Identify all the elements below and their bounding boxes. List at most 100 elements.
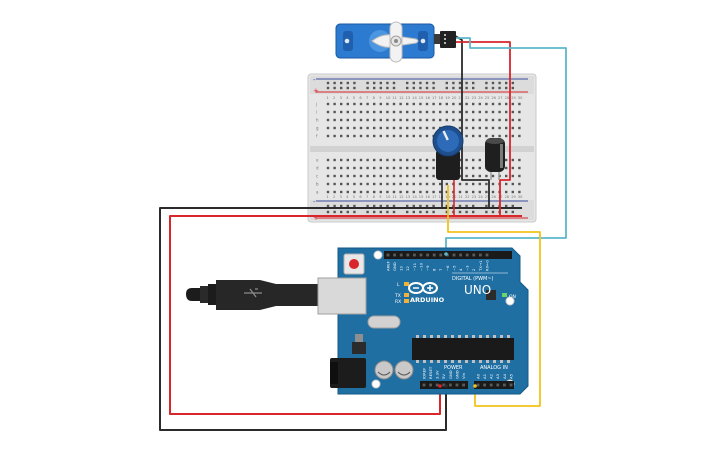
header-pin[interactable]	[496, 383, 500, 387]
rail-hole	[498, 86, 501, 90]
rail-plus-label-bottom: +	[313, 214, 319, 222]
breadboard-hole	[412, 118, 415, 122]
rail-hole	[412, 81, 415, 85]
breadboard-hole	[392, 174, 396, 178]
header-pin[interactable]	[419, 253, 423, 257]
header-pin[interactable]	[472, 253, 476, 257]
header-pin[interactable]	[452, 253, 456, 257]
breadboard-hole	[478, 182, 481, 186]
servo-motor[interactable]	[335, 21, 456, 63]
header-pin[interactable]	[432, 253, 436, 257]
breadboard-hole	[333, 182, 336, 186]
header-pin[interactable]	[422, 383, 426, 387]
header-pin[interactable]	[489, 383, 493, 387]
breadboard-column-label: 9	[379, 96, 382, 100]
electrolytic-capacitor[interactable]	[485, 138, 505, 180]
pin-label: ~6	[445, 265, 450, 271]
breadboard-hole	[412, 166, 415, 170]
breadboard-hole	[392, 126, 396, 130]
chip-pin	[444, 360, 447, 363]
breadboard-hole	[445, 190, 448, 194]
breadboard-hole	[333, 134, 336, 138]
header-pin[interactable]	[426, 253, 429, 257]
breadboard-column-label: 2	[333, 96, 335, 100]
breadboard-hole	[333, 190, 336, 194]
header-pin[interactable]	[462, 383, 465, 387]
rail-hole	[406, 86, 409, 90]
header-pin[interactable]	[439, 253, 443, 257]
pin-label: A0	[475, 373, 480, 379]
breadboard-hole	[498, 110, 501, 114]
header-pin[interactable]	[449, 383, 452, 387]
breadboard-hole	[412, 102, 415, 106]
breadboard-hole	[386, 126, 389, 130]
header-pin[interactable]	[483, 383, 486, 387]
power-jack	[330, 358, 366, 388]
breadboard-hole	[478, 110, 481, 114]
breadboard-hole	[465, 182, 468, 186]
header-pin[interactable]	[476, 383, 480, 387]
rail-hole	[511, 204, 514, 208]
rail-hole	[366, 204, 369, 208]
rail-hole	[505, 81, 508, 85]
chip-pin	[486, 360, 489, 363]
breadboard-column-label: 15	[419, 96, 424, 100]
header-pin[interactable]	[406, 253, 410, 257]
rail-hole	[432, 86, 435, 90]
breadboard-hole	[425, 134, 429, 138]
chip-pin	[437, 360, 440, 363]
breadboard-hole	[346, 158, 349, 162]
rail-hole	[432, 204, 435, 208]
breadboard-hole	[478, 126, 481, 130]
breadboard-hole	[353, 182, 356, 186]
breadboard-hole	[340, 182, 343, 186]
breadboard-hole	[465, 126, 468, 130]
breadboard-hole	[491, 102, 495, 106]
header-pin[interactable]	[479, 253, 482, 257]
chip-pin	[472, 360, 475, 363]
breadboard-hole	[458, 182, 462, 186]
pin-label: 3.3V	[435, 370, 440, 379]
breadboard-hole	[518, 126, 521, 130]
potentiometer[interactable]	[432, 125, 464, 180]
breadboard-hole	[472, 182, 475, 186]
header-pin[interactable]	[393, 253, 396, 257]
breadboard-hole	[478, 158, 481, 162]
led-tx	[404, 293, 409, 297]
rail-hole	[485, 204, 488, 208]
header-pin[interactable]	[429, 383, 432, 387]
arduino-brand: ARDUINO	[410, 296, 445, 304]
chip-pin	[458, 335, 461, 338]
breadboard-hole	[498, 118, 501, 122]
header-pin[interactable]	[399, 253, 403, 257]
breadboard-hole	[505, 182, 508, 186]
pin-label: ~5	[451, 265, 456, 271]
breadboard-hole	[353, 190, 356, 194]
header-pin[interactable]	[435, 383, 439, 387]
header-pin[interactable]	[485, 253, 489, 257]
header-pin[interactable]	[413, 253, 416, 257]
breadboard-hole	[392, 110, 396, 114]
header-pin[interactable]	[386, 253, 390, 257]
breadboard-hole	[406, 134, 409, 138]
breadboard-hole	[373, 110, 376, 114]
rail-hole	[419, 204, 422, 208]
breadboard-hole	[491, 190, 495, 194]
pin-label: ~11	[412, 262, 417, 271]
header-pin[interactable]	[455, 383, 459, 387]
breadboard-hole	[392, 102, 396, 106]
digital-label: DIGITAL (PWM~)	[452, 276, 494, 282]
breadboard-hole	[359, 166, 363, 170]
header-pin[interactable]	[442, 383, 446, 387]
rail-hole	[465, 210, 468, 214]
analog-header	[474, 381, 514, 389]
header-pin[interactable]	[509, 383, 513, 387]
header-pin[interactable]	[503, 383, 506, 387]
breadboard-hole	[485, 182, 488, 186]
breadboard-hole	[359, 110, 363, 114]
header-pin[interactable]	[465, 253, 469, 257]
header-pin[interactable]	[459, 253, 462, 257]
breadboard-hole	[458, 102, 462, 106]
breadboard-column-label: 7	[366, 96, 368, 100]
